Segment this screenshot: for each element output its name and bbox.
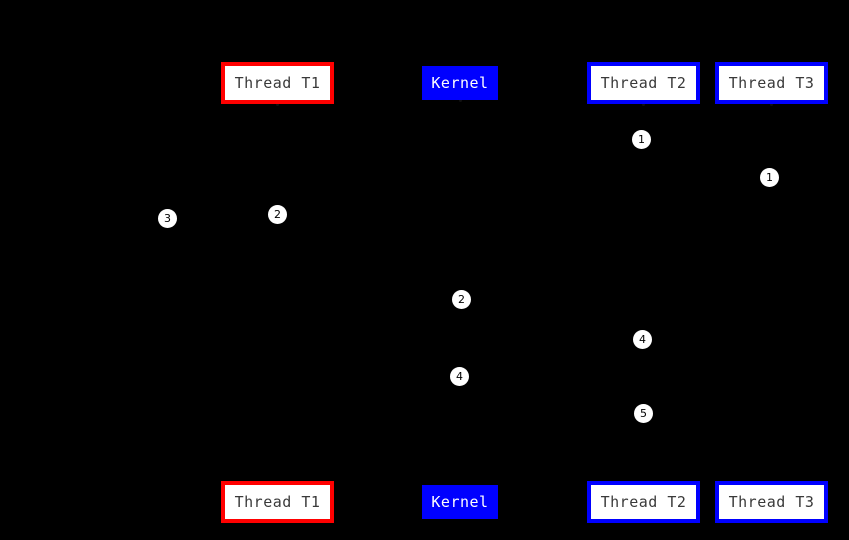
step-badge-3-t1: 3	[158, 209, 177, 228]
lifeline-stub-t2	[642, 103, 645, 106]
step-badge-5-t2: 5	[634, 404, 653, 423]
message-arrowhead-6	[452, 386, 460, 394]
activation-bar-t2	[639, 128, 647, 428]
participant-label-thread-t1-bottom: Thread T1	[234, 492, 321, 511]
lifeline-stub-t1	[276, 103, 279, 106]
lifeline-stub-t3	[770, 103, 773, 106]
participant-thread-t2-top[interactable]: Thread T2	[587, 62, 700, 104]
participant-label-thread-t3-bottom: Thread T3	[728, 492, 815, 511]
message-line-1	[460, 152, 643, 153]
participant-thread-t1-top[interactable]: Thread T1	[221, 62, 334, 104]
activation-bar-kernel	[456, 286, 464, 406]
step-badge-2-t1: 2	[268, 205, 287, 224]
message-arrowhead-1	[460, 149, 468, 157]
participant-kernel-bottom[interactable]: Kernel	[422, 485, 498, 519]
message-arrowhead-3	[277, 223, 285, 231]
message-line-7	[460, 426, 643, 427]
participant-label-kernel-top: Kernel	[431, 73, 489, 92]
lifeline-stub-kernel	[459, 99, 462, 102]
activation-bar-t3	[767, 166, 775, 428]
participant-thread-t3-bottom[interactable]: Thread T3	[715, 481, 828, 523]
step-badge-4-kernel: 4	[450, 367, 469, 386]
participant-thread-t3-top[interactable]: Thread T3	[715, 62, 828, 104]
participant-label-thread-t2-bottom: Thread T2	[600, 492, 687, 511]
step-badge-1-t3: 1	[760, 168, 779, 187]
participant-thread-t2-bottom[interactable]: Thread T2	[587, 481, 700, 523]
step-badge-2-kernel: 2	[452, 290, 471, 309]
step-badge-4-t2: 4	[633, 330, 652, 349]
message-arrowhead-2	[460, 187, 468, 195]
message-line-2	[460, 190, 771, 191]
participant-label-thread-t2-top: Thread T2	[600, 73, 687, 92]
message-arrowhead-7	[635, 423, 643, 431]
participant-label-kernel-bottom: Kernel	[431, 492, 489, 511]
participant-thread-t1-bottom[interactable]: Thread T1	[221, 481, 334, 523]
participant-label-thread-t1-top: Thread T1	[234, 73, 321, 92]
message-line-6	[277, 389, 460, 390]
step-badge-1-t2: 1	[632, 130, 651, 149]
participant-label-thread-t3-top: Thread T3	[728, 73, 815, 92]
message-arrowhead-4	[452, 309, 460, 317]
message-line-5	[460, 352, 643, 353]
message-line-3	[277, 226, 460, 227]
message-arrowhead-5	[635, 349, 643, 357]
activation-bar-t1	[273, 200, 281, 440]
participant-kernel-top[interactable]: Kernel	[422, 66, 498, 100]
message-line-4	[277, 312, 460, 313]
